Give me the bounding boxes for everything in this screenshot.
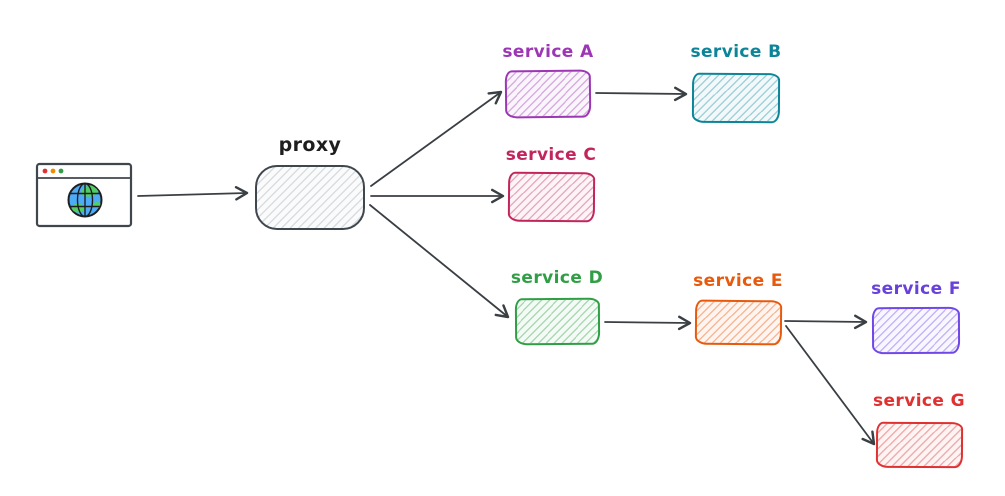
node-service-e: [694, 299, 783, 346]
service-g-label: service G: [872, 391, 966, 411]
browser-window-icon: [35, 162, 133, 228]
edge-proxy-service-a: [370, 90, 503, 187]
edge-service-e-service-f: [784, 314, 868, 330]
proxy-label: proxy: [278, 134, 342, 156]
service-b-label: service B: [690, 42, 782, 62]
edge-service-d-service-e: [604, 315, 692, 331]
node-service-d: [514, 297, 601, 346]
service-a-label: service A: [502, 42, 594, 62]
node-service-b: [691, 72, 781, 124]
edge-browser-proxy: [137, 186, 249, 201]
service-c-label: service C: [505, 145, 597, 165]
node-service-g: [875, 421, 964, 469]
globe-icon: [67, 182, 103, 218]
service-f-label: service F: [871, 279, 961, 299]
node-service-c: [507, 171, 596, 223]
service-e-label: service E: [693, 271, 783, 291]
node-proxy: [255, 165, 365, 230]
service-d-label: service D: [510, 268, 604, 288]
edge-proxy-service-d: [369, 204, 510, 319]
edge-service-a-service-b: [595, 86, 688, 102]
node-service-a: [504, 69, 592, 119]
edge-service-e-service-g: [785, 325, 876, 446]
browser-traffic-lights: [42, 168, 64, 174]
node-service-f: [871, 306, 961, 355]
